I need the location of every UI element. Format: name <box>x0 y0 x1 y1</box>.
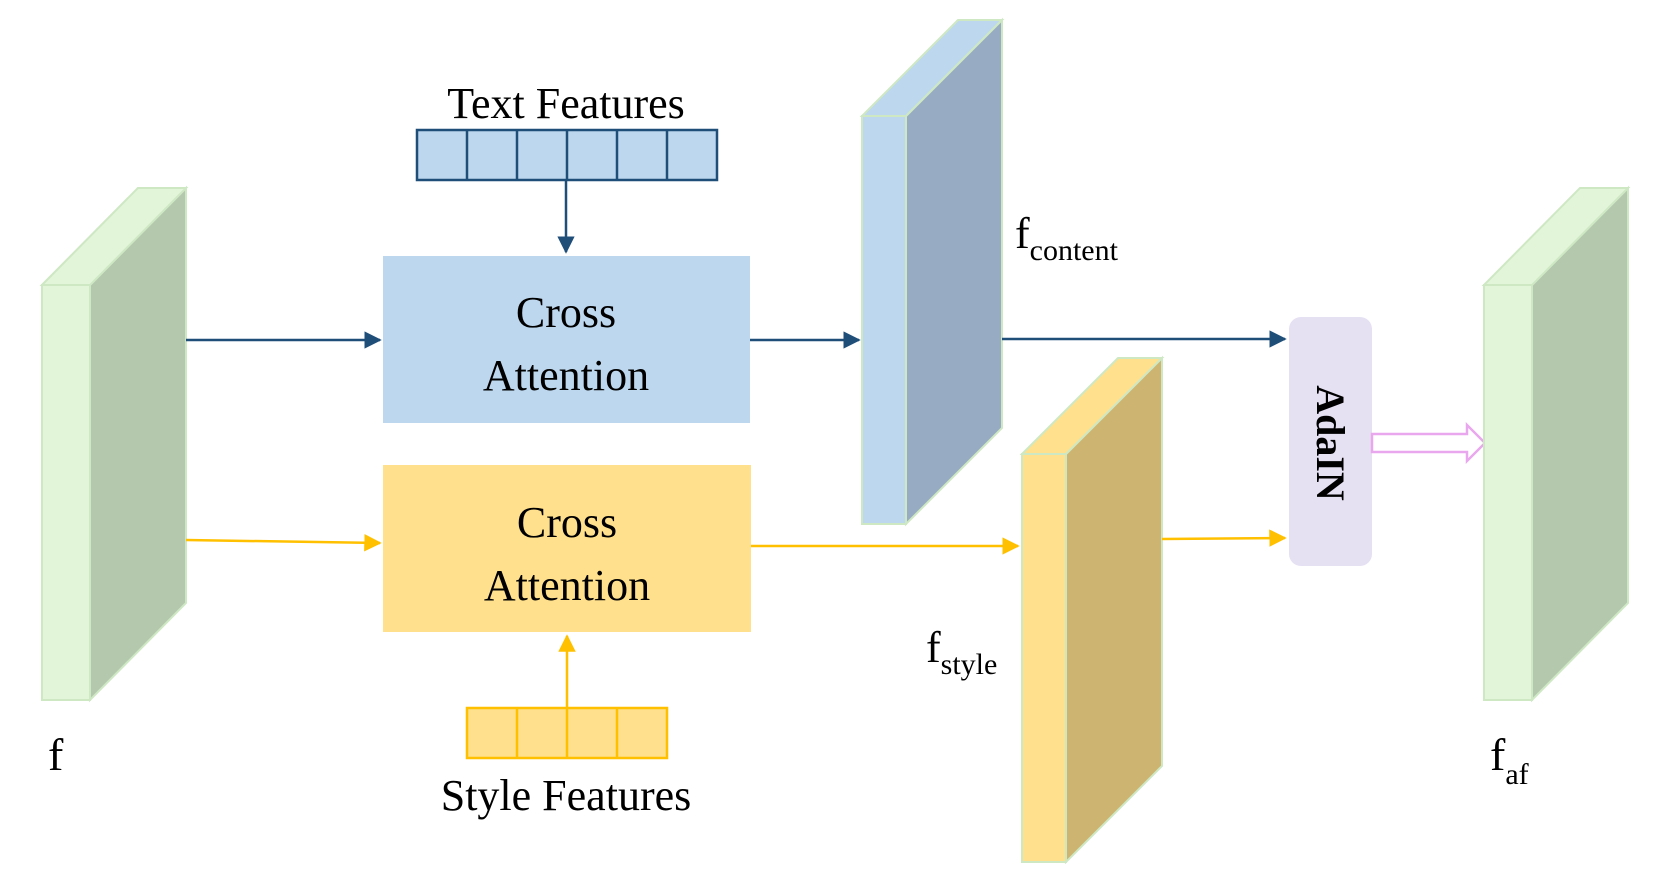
label-f-content: fcontent <box>1015 209 1119 267</box>
output-arrow <box>1370 421 1487 465</box>
adain-label: AdaIN <box>1308 385 1353 501</box>
adain-box <box>1289 317 1372 566</box>
output-feature-block <box>1481 185 1631 703</box>
label-f: f <box>48 729 64 780</box>
cross-attention-style-line2: Attention <box>484 561 650 610</box>
text-features-label: Text Features <box>447 79 685 128</box>
label-f-style-sub: style <box>941 648 998 681</box>
style-features-vector <box>465 706 669 760</box>
label-f-content-base: f <box>1015 209 1030 258</box>
cross-attention-text-line1: Cross <box>516 288 616 337</box>
cross-attention-style-line1: Cross <box>517 498 617 547</box>
arrow-style-to-adain <box>1161 529 1287 547</box>
input-feature-block <box>39 185 189 703</box>
cross-attention-style-box <box>383 465 751 632</box>
style-features-label: Style Features <box>441 771 692 820</box>
cross-attention-text-line2: Attention <box>483 351 649 400</box>
text-features-vector <box>415 128 719 182</box>
label-f-style: fstyle <box>926 623 997 681</box>
cross-attention-text-box <box>383 256 750 423</box>
arrow-f-to-style-attention <box>185 534 382 552</box>
label-f-af-sub: af <box>1505 758 1528 791</box>
label-f-af-base: f <box>1490 729 1506 780</box>
content-feature-block <box>859 17 1005 527</box>
label-f-style-base: f <box>926 623 941 672</box>
label-f-content-sub: content <box>1030 234 1119 267</box>
style-feature-block <box>1019 355 1165 865</box>
label-f-af: faf <box>1490 729 1529 791</box>
